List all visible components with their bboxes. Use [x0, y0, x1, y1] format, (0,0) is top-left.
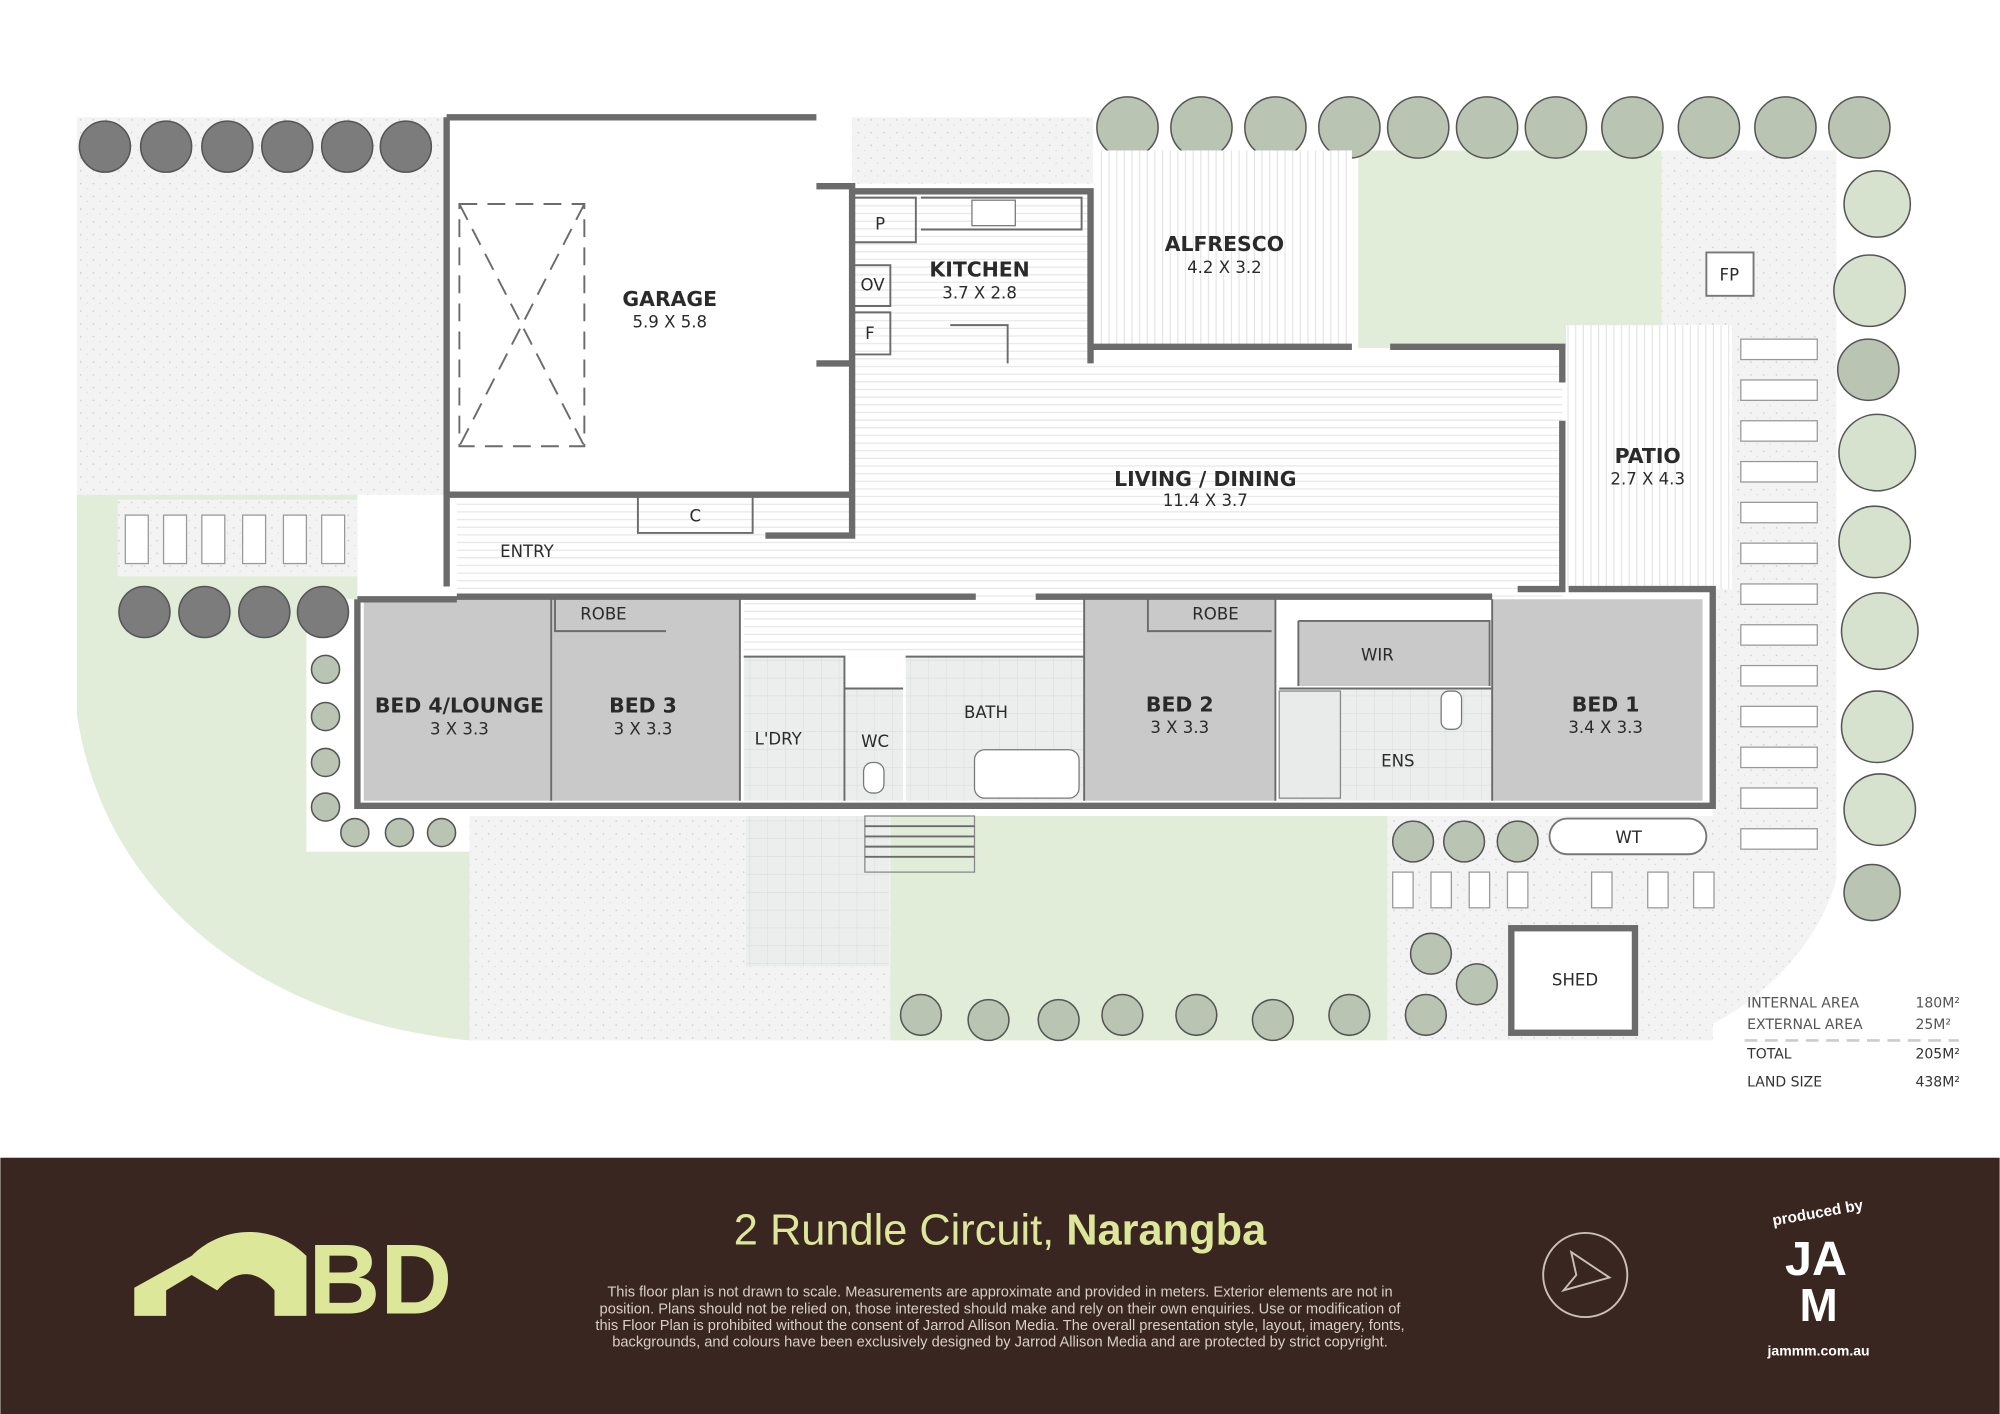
room-size-bed1: 3.4 X 3.3 [1568, 718, 1643, 737]
room-size-bed2: 3 X 3.3 [1150, 718, 1209, 737]
room-name-kitchen: KITCHEN [929, 258, 1029, 282]
disclaimer-line: this Floor Plan is prohibited without th… [595, 1318, 1404, 1334]
disclaimer-line: position. Plans should not be relied on,… [600, 1301, 1402, 1317]
area-value: 205M² [1915, 1046, 1959, 1062]
area-value: 438M² [1915, 1074, 1959, 1090]
area-label: TOTAL [1746, 1046, 1792, 1062]
walls [354, 114, 1755, 1036]
room-name-living: LIVING / DINING [1114, 467, 1296, 491]
label-fridge: F [865, 324, 875, 343]
room-name-bed3: BED 3 [609, 694, 677, 718]
room-name-bed1: BED 1 [1572, 692, 1640, 716]
area-label: INTERNAL AREA [1747, 995, 1859, 1011]
agency-logo: BD [134, 1224, 452, 1335]
label-bath: BATH [964, 703, 1008, 722]
area-value: 25M² [1915, 1017, 1951, 1033]
area-table: INTERNAL AREA 180M² EXTERNAL AREA 25M² T… [1744, 995, 1960, 1090]
room-name-bed4: BED 4/LOUNGE [375, 694, 544, 718]
svg-text:M: M [1799, 1279, 1837, 1331]
label-water-tank: WT [1615, 828, 1642, 847]
room-size-alfresco: 4.2 X 3.2 [1187, 258, 1262, 277]
room-name-patio: PATIO [1615, 444, 1681, 468]
property-address: 2 Rundle Circuit, Narangba [734, 1206, 1267, 1254]
label-closet: C [689, 506, 701, 525]
label-shed: SHED [1552, 971, 1598, 990]
north-arrow-icon [1542, 1231, 1629, 1319]
disclaimer-line: backgrounds, and colours have been exclu… [612, 1334, 1388, 1350]
room-labels: GARAGE 5.9 X 5.8 KITCHEN 3.7 X 2.8 ALFRE… [375, 215, 1739, 990]
room-name-alfresco: ALFRESCO [1165, 232, 1284, 256]
room-name-garage: GARAGE [622, 287, 717, 311]
disclaimer-line: This floor plan is not drawn to scale. M… [607, 1285, 1392, 1301]
producer-url[interactable]: jammm.com.au [1767, 1342, 1870, 1358]
footer-background [0, 1157, 2000, 1414]
room-name-bed2: BED 2 [1146, 692, 1214, 716]
label-laundry: L'DRY [755, 730, 803, 749]
label-robe-right: ROBE [1192, 605, 1238, 624]
footer: BD 2 Rundle Circuit, Narangba This floor… [0, 1157, 2000, 1414]
label-wir: WIR [1361, 645, 1394, 664]
room-size-living: 11.4 X 3.7 [1163, 491, 1248, 510]
area-value: 180M² [1915, 995, 1959, 1011]
label-wc: WC [861, 732, 889, 751]
label-ensuite: ENS [1381, 751, 1414, 770]
area-label: EXTERNAL AREA [1747, 1017, 1863, 1033]
room-size-garage: 5.9 X 5.8 [632, 313, 707, 332]
shrubs [78, 96, 1919, 1042]
pavers [124, 338, 1818, 909]
label-pantry: P [875, 215, 885, 234]
label-fireplace: FP [1720, 266, 1740, 285]
label-entry: ENTRY [500, 542, 554, 561]
svg-text:BD: BD [309, 1224, 453, 1335]
room-size-kitchen: 3.7 X 2.8 [942, 283, 1017, 302]
room-size-patio: 2.7 X 4.3 [1610, 470, 1685, 489]
svg-text:JA: JA [1785, 1232, 1847, 1286]
room-size-bed3: 3 X 3.3 [614, 719, 673, 738]
room-size-bed4: 3 X 3.3 [430, 719, 489, 738]
label-robe-left: ROBE [580, 605, 626, 624]
area-label: LAND SIZE [1747, 1074, 1822, 1090]
label-oven: OV [860, 276, 885, 295]
